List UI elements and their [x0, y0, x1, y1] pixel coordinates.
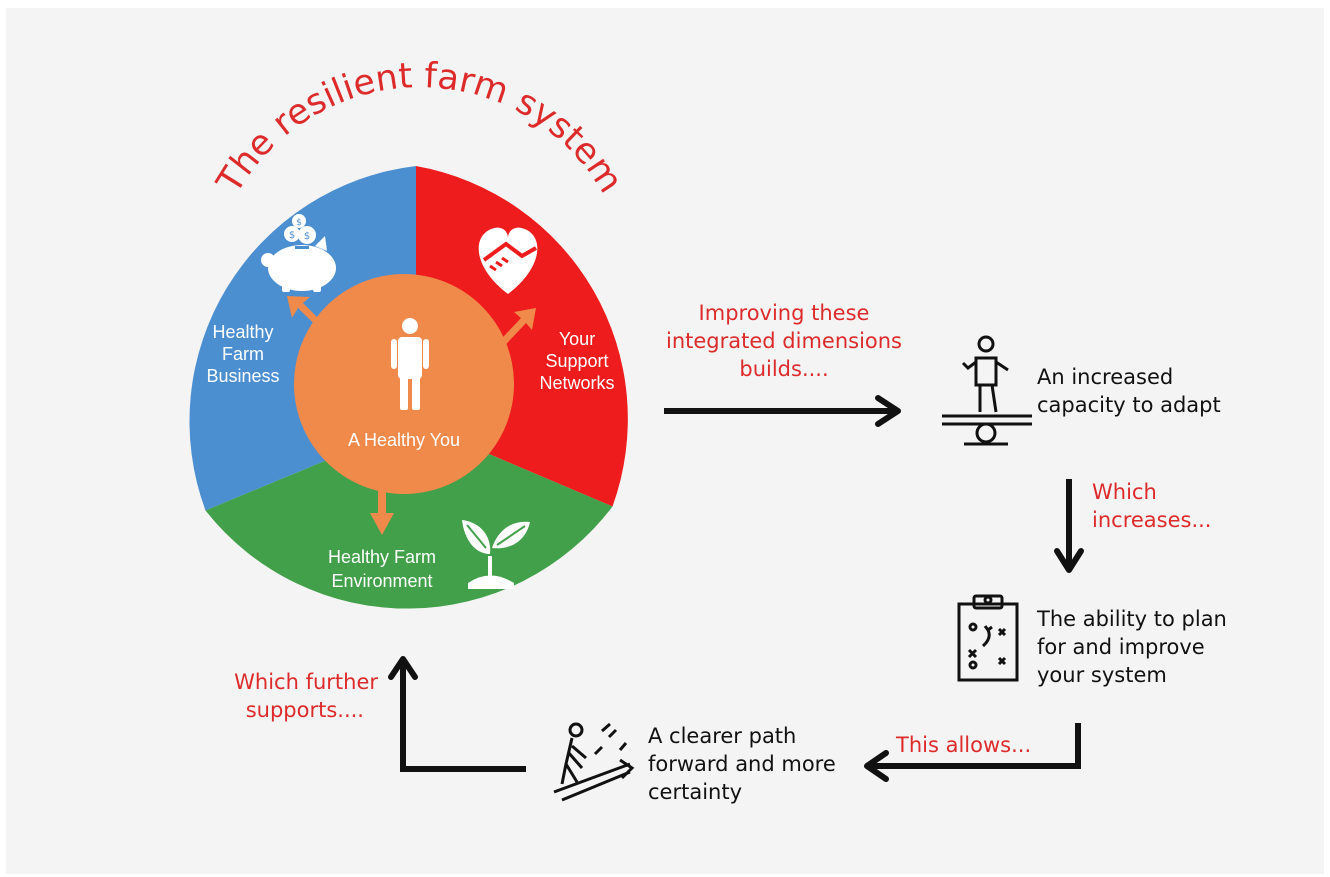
support-label-line1: Your: [559, 329, 595, 349]
path-line2: forward and more: [648, 752, 836, 776]
path-line3: certainty: [648, 780, 742, 804]
center-label: A Healthy You: [348, 430, 460, 450]
further-supports-line2: supports....: [246, 698, 364, 722]
support-label-line2: Support: [545, 351, 608, 371]
improving-line1: Improving these: [699, 301, 870, 325]
resilient-farm-diagram: The resilient farm system A Healthy You: [189, 56, 1227, 804]
arrow-right: [664, 395, 901, 427]
support-label-line3: Networks: [539, 373, 614, 393]
clipboard-plan-icon: [957, 594, 1019, 682]
environment-label-line2: Environment: [331, 571, 432, 591]
business-label-line2: Farm: [222, 344, 264, 364]
which-increases-line1: Which: [1092, 480, 1157, 504]
adapt-line1: An increased: [1037, 365, 1173, 389]
path-line1: A clearer path: [648, 724, 796, 748]
climbing-person-icon: [553, 722, 635, 802]
further-supports-line1: Which further: [234, 670, 378, 694]
handshake-heart-icon: [478, 227, 538, 294]
which-increases-line2: increases...: [1092, 508, 1211, 532]
plan-line3: your system: [1037, 663, 1167, 687]
plan-line1: The ability to plan: [1036, 607, 1227, 631]
system-wheel: A Healthy You Healthy Farm Business Your…: [189, 166, 628, 609]
svg-text:$: $: [304, 231, 310, 242]
environment-label-line1: Healthy Farm: [328, 547, 436, 567]
improving-line2: integrated dimensions: [666, 329, 902, 353]
piggy-bank-icon: $ $ $: [261, 214, 336, 292]
arrow-up: [388, 656, 526, 772]
business-label-line3: Business: [206, 366, 279, 386]
svg-text:$: $: [289, 230, 295, 241]
arrow-left: [864, 723, 1081, 782]
diagram-canvas: The resilient farm system A Healthy You: [6, 8, 1324, 874]
this-allows-label: This allows...: [895, 733, 1031, 757]
segment-environment: [205, 423, 613, 609]
person-icon: [391, 318, 429, 410]
svg-text:$: $: [296, 218, 302, 228]
adapt-line2: capacity to adapt: [1037, 393, 1221, 417]
seedling-icon: [462, 520, 530, 589]
improving-line3: builds....: [739, 357, 828, 381]
arrow-down: [1054, 479, 1084, 573]
business-label-line1: Healthy: [212, 322, 273, 342]
arrow-to-environment: [370, 471, 394, 535]
support-label: Your Support Networks: [539, 329, 614, 393]
environment-label: Healthy Farm Environment: [328, 547, 436, 591]
balance-board-icon: [942, 335, 1032, 446]
plan-line2: for and improve: [1037, 635, 1205, 659]
business-label: Healthy Farm Business: [206, 322, 279, 386]
